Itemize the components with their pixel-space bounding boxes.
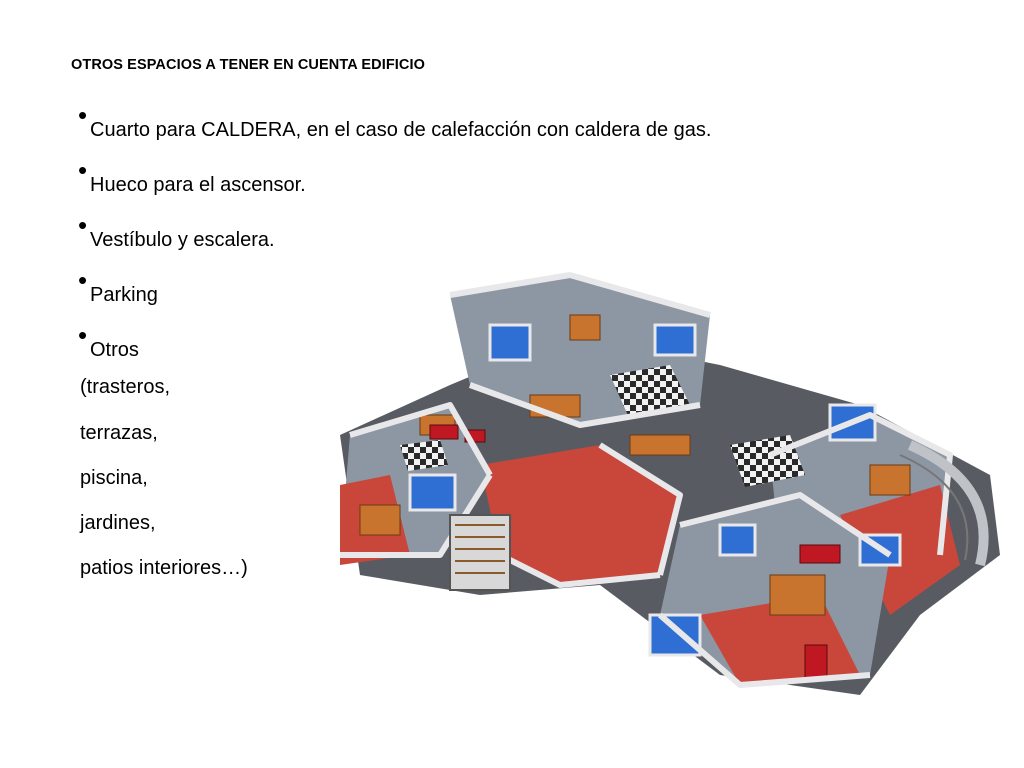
slide-title: OTROS ESPACIOS A TENER EN CUENTA EDIFICI… xyxy=(71,57,426,73)
bullet-dot: • xyxy=(78,155,88,185)
bullet-dot: • xyxy=(78,320,88,350)
bullet-dot: • xyxy=(78,100,88,130)
curved-railing xyxy=(899,440,989,567)
floor-plan-illustration xyxy=(340,272,1000,695)
blue-rooms xyxy=(408,323,902,657)
bullet-text: Otros xyxy=(90,339,139,361)
sub-item-patios: patios interiores…) xyxy=(80,557,248,579)
bullet-dot: • xyxy=(78,265,88,295)
bullet-text: Parking xyxy=(90,284,158,306)
bullet-text: Vestíbulo y escalera. xyxy=(90,229,275,251)
walls xyxy=(340,272,953,688)
bullet-dot: • xyxy=(78,210,88,240)
sub-item-trasteros: (trasteros, xyxy=(80,376,171,398)
sub-item-terrazas: terrazas, xyxy=(80,422,158,444)
sub-item-piscina: piscina, xyxy=(80,467,148,489)
furniture xyxy=(359,314,911,681)
sub-item-jardines: jardines, xyxy=(80,512,156,534)
stair-well xyxy=(449,514,511,591)
central-courtyard xyxy=(480,445,680,585)
bullet-text: Hueco para el ascensor. xyxy=(90,174,306,196)
bullet-text: Cuarto para CALDERA, en el caso de calef… xyxy=(90,119,712,141)
checkered-floors xyxy=(400,365,805,487)
